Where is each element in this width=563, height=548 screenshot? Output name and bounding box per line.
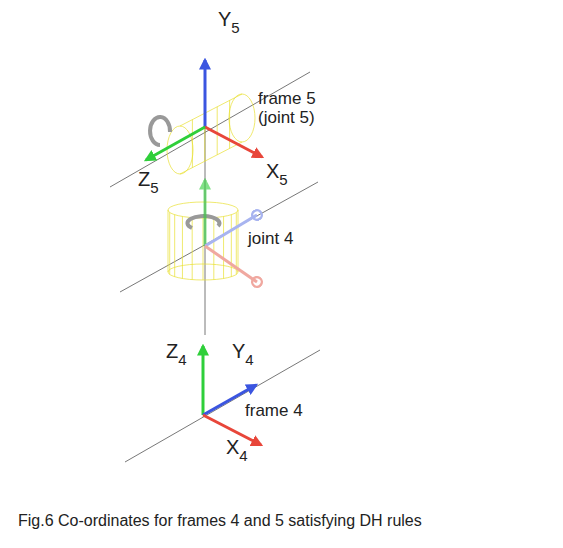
y-axis: [204, 60, 207, 127]
axis-label: Y5: [218, 8, 240, 36]
joint-cylinder: [167, 94, 255, 174]
rotation-symbol: [187, 216, 219, 228]
axis-label: X5: [266, 160, 288, 188]
z-axis: [204, 180, 207, 246]
figure-caption: Fig.6 Co-ordinates for frames 4 and 5 sa…: [18, 512, 422, 530]
x-axis: [205, 127, 262, 157]
reference-line: [110, 72, 320, 462]
frame-label: frame 4: [245, 402, 303, 421]
z-axis: [202, 346, 205, 415]
frame-label: joint 4: [248, 230, 293, 249]
axis-label: Z5: [138, 168, 159, 196]
z-axis: [146, 127, 205, 160]
axis-label: X4: [226, 436, 248, 464]
axis-label: Z4: [166, 340, 187, 368]
frame-label: frame 5 (joint 5): [258, 90, 338, 127]
axis-label: Y4: [232, 340, 254, 368]
rotation-symbol: [150, 117, 170, 145]
x-axis: [205, 246, 257, 282]
joint-cylinder: [168, 202, 238, 280]
